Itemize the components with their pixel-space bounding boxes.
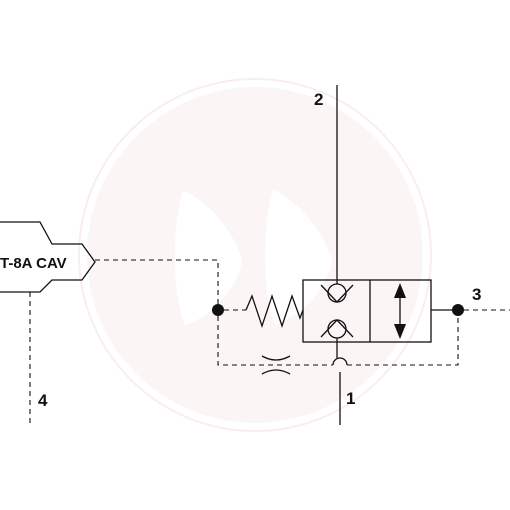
cavity-body: T-8A CAV — [0, 221, 96, 293]
valve-envelope — [302, 279, 432, 343]
junction-dot-right — [452, 304, 464, 316]
port-1-label: 1 — [346, 389, 355, 408]
port-4-label: 4 — [38, 391, 48, 410]
watermark-logo — [78, 78, 432, 432]
port-2-label: 2 — [314, 90, 323, 109]
port-3-label: 3 — [472, 285, 481, 304]
spring-symbol — [245, 293, 304, 329]
orifice-symbol — [261, 355, 291, 375]
pilot-line-bottom-right — [347, 316, 459, 366]
crossover-hump — [332, 357, 348, 366]
flow-arrow-bidirectional — [394, 283, 406, 339]
pilot-line-top — [95, 259, 219, 310]
pilot-line-bottom-left — [217, 316, 333, 366]
junction-dot-left — [212, 304, 224, 316]
cavity-label: T-8A CAV — [0, 255, 67, 272]
